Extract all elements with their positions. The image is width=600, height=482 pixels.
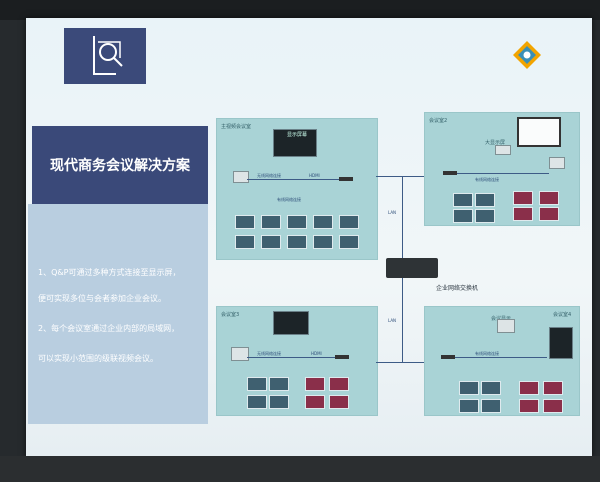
- participant-thumb: [459, 399, 479, 413]
- participant-thumb: [475, 209, 495, 223]
- link-room-main-vertical: [402, 176, 403, 258]
- participant-thumb: [247, 395, 267, 409]
- participant-thumb: [305, 377, 325, 391]
- participant-thumb: [481, 399, 501, 413]
- projector-frame-bottom: [0, 456, 600, 482]
- room-2-screen: [517, 117, 561, 147]
- participant-thumb: [513, 207, 533, 221]
- bullet-line-4: 可以实现小范围的级联视频会议。: [38, 354, 158, 363]
- room-3-label: 会议室3: [221, 312, 240, 318]
- room-main-link: [247, 179, 339, 180]
- room-4-wired-label: 有线网络连接: [475, 351, 499, 356]
- participant-thumb: [287, 215, 307, 229]
- participant-thumb: [269, 377, 289, 391]
- participant-thumb: [313, 215, 333, 229]
- room-3-screen: [273, 311, 309, 335]
- participant-thumb: [459, 381, 479, 395]
- room-4-laptop: [497, 319, 515, 333]
- room-3-hdmi-label: HDMI: [311, 351, 322, 356]
- link-room-3: [376, 362, 402, 363]
- bullet-line-1: 1、Q&P可通过多种方式连接至显示屏，: [38, 268, 181, 277]
- room-3-link: [247, 357, 335, 358]
- room-main-laptop: [233, 171, 249, 183]
- qp-logo-icon: [64, 28, 146, 84]
- network-switch-label: 企业网络交换机: [436, 285, 479, 292]
- room-2-projector: [495, 145, 511, 155]
- participant-thumb: [543, 399, 563, 413]
- room-main-screen-label: 显示屏幕: [287, 132, 308, 138]
- participant-thumb: [261, 235, 281, 249]
- room-4: 会议室4 会议显示 有线网络连接: [424, 306, 580, 416]
- room-3: 会议室3 无线网络连接 HDMI: [216, 306, 378, 416]
- participant-thumb: [235, 215, 255, 229]
- participant-thumb: [481, 381, 501, 395]
- participant-thumb: [339, 235, 359, 249]
- room-4-display-stand: [549, 327, 573, 359]
- room-main-wired-label: 有线网络连接: [277, 197, 301, 202]
- room-3-router: [335, 355, 349, 359]
- participant-thumb: [261, 215, 281, 229]
- room-2-monitor: [549, 157, 565, 169]
- participant-thumb: [235, 235, 255, 249]
- room-4-router: [441, 355, 455, 359]
- participant-thumb: [269, 395, 289, 409]
- participant-thumb: [519, 399, 539, 413]
- room-main-router: [339, 177, 353, 181]
- link-room-4: [402, 362, 424, 363]
- room-2-label: 会议室2: [429, 118, 448, 124]
- room-main: 主视频会议室 显示屏幕 无线网络连接 HDMI 有线网络连接: [216, 118, 378, 260]
- lan-label-top: LAN: [388, 210, 397, 215]
- room-2: 会议室2 大显示屏 有线网络连接: [424, 112, 580, 226]
- link-room-2: [402, 176, 424, 177]
- qp-logo: [64, 28, 146, 84]
- room-2-router: [443, 171, 457, 175]
- participant-thumb: [305, 395, 325, 409]
- projector-frame-top: [0, 0, 600, 20]
- room-4-label: 会议室4: [553, 312, 572, 318]
- link-room-3-vertical: [402, 278, 403, 362]
- room-3-wireless-label: 无线网络连接: [257, 351, 281, 356]
- participant-thumb: [519, 381, 539, 395]
- participant-thumb: [475, 193, 495, 207]
- participant-thumb: [247, 377, 267, 391]
- room-4-link: [455, 357, 547, 358]
- bullet-line-3: 2、每个会议室通过企业内部的局域网，: [38, 324, 180, 333]
- room-main-wireless-label: 无线网络连接: [257, 173, 281, 178]
- participant-thumb: [513, 191, 533, 205]
- network-switch: [386, 258, 438, 278]
- participant-thumb: [539, 191, 559, 205]
- participant-thumb: [329, 377, 349, 391]
- gear-badge-icon: [512, 40, 542, 70]
- room-2-wired-label: 有线网络连接: [475, 177, 499, 182]
- room-main-hdmi-label: HDMI: [309, 173, 320, 178]
- participant-thumb: [453, 193, 473, 207]
- slide-title: 现代商务会议解决方案: [32, 126, 208, 204]
- participant-thumb: [453, 209, 473, 223]
- participant-thumb: [313, 235, 333, 249]
- bullet-line-2: 便可实现多位与会者参加企业会议。: [38, 294, 166, 303]
- room-3-laptop: [231, 347, 249, 361]
- room-main-label: 主视频会议室: [221, 124, 252, 130]
- participant-thumb: [329, 395, 349, 409]
- participant-thumb: [539, 207, 559, 221]
- bullet-panel: 1、Q&P可通过多种方式连接至显示屏， 便可实现多位与会者参加企业会议。 2、每…: [28, 204, 208, 424]
- participant-thumb: [543, 381, 563, 395]
- room-main-screen: [273, 129, 317, 157]
- participant-thumb: [339, 215, 359, 229]
- lan-label-bottom: LAN: [388, 318, 397, 323]
- room-2-screen-label: 大显示屏: [485, 140, 506, 146]
- link-room-main: [376, 176, 402, 177]
- participant-thumb: [287, 235, 307, 249]
- room-2-link: [457, 173, 549, 174]
